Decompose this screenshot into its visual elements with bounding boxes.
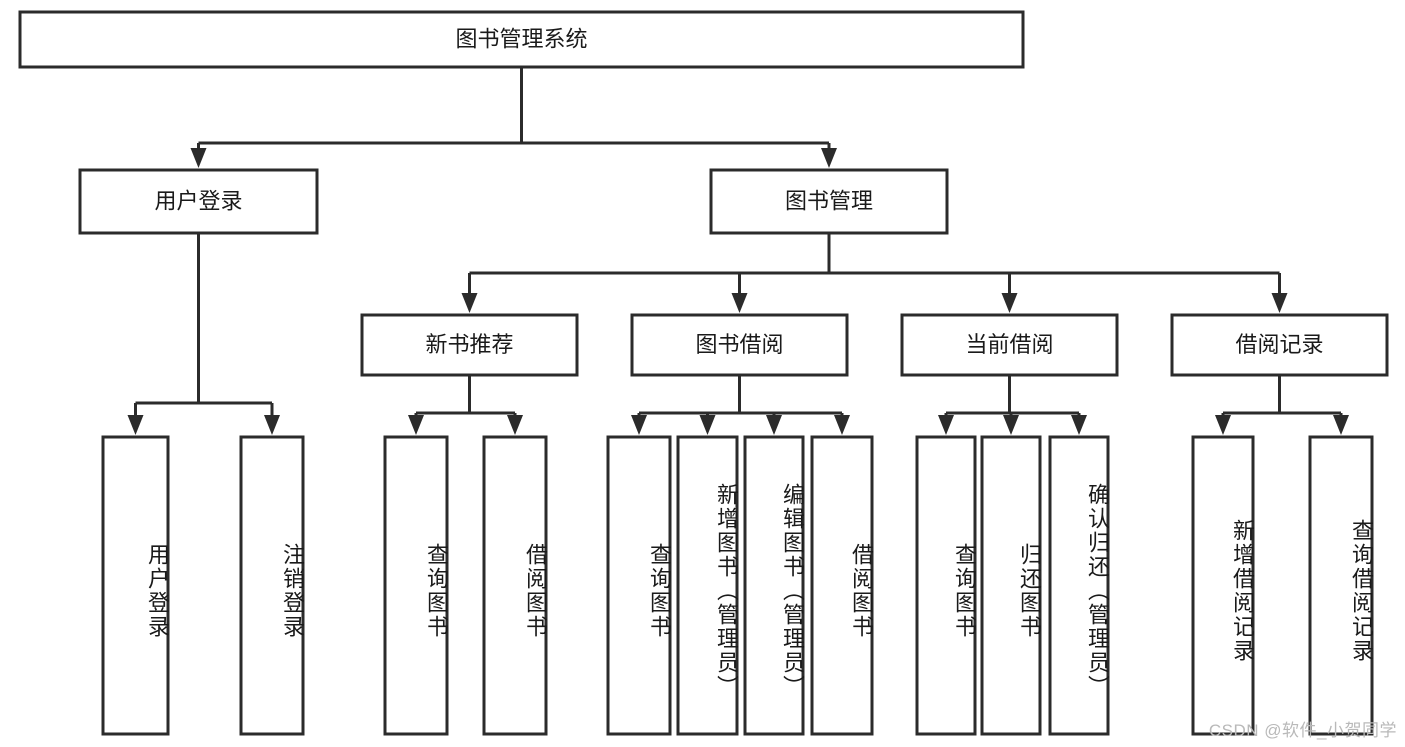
arrow-head-icon [1271, 293, 1288, 313]
node-leaf-cb-confirm-return-box[interactable] [1048, 435, 1110, 736]
node-book-manage-box[interactable] [709, 168, 949, 235]
node-leaf-br-query-record-box[interactable] [1308, 435, 1374, 736]
arrow-head-icon [834, 415, 850, 435]
node-user-login-box[interactable] [78, 168, 319, 235]
arrow-head-icon [1001, 293, 1018, 313]
node-book-borrow-box[interactable] [630, 313, 849, 377]
watermark-text: CSDN @软件_小贺同学 [1208, 721, 1397, 740]
node-leaf-cb-return-book-box[interactable] [980, 435, 1042, 736]
node-leaf-user-logout-box[interactable] [239, 435, 305, 736]
node-current-borrow-box[interactable] [900, 313, 1119, 377]
node-user-login-label: 用户登录 [154, 188, 242, 213]
arrow-head-icon [1215, 415, 1231, 435]
node-new-book-rec-box[interactable] [360, 313, 579, 377]
node-root-label: 图书管理系统 [455, 26, 587, 51]
arrow-head-icon [507, 415, 523, 435]
arrow-head-icon [461, 293, 478, 313]
node-new-book-rec-label: 新书推荐 [425, 332, 513, 357]
node-leaf-rec-borrow-book-box[interactable] [482, 435, 548, 736]
arrow-head-icon [127, 415, 144, 435]
node-leaf-bb-borrow-book-box[interactable] [810, 435, 874, 736]
node-box-layer [18, 10, 1389, 736]
node-leaf-br-add-record-box[interactable] [1191, 435, 1255, 736]
node-book-manage-label: 图书管理 [785, 188, 873, 213]
arrow-head-icon [766, 415, 782, 435]
node-current-borrow-label: 当前借阅 [965, 332, 1053, 357]
arrow-head-icon [264, 415, 280, 435]
arrow-head-icon [1003, 415, 1019, 435]
node-borrow-record-label: 借阅记录 [1235, 332, 1323, 357]
node-leaf-bb-add-book-box[interactable] [676, 435, 739, 736]
arrow-head-icon [1333, 415, 1349, 435]
arrow-head-icon [408, 415, 424, 435]
arrow-head-icon [190, 148, 207, 168]
arrow-head-icon [821, 148, 837, 168]
node-leaf-user-login-box[interactable] [101, 435, 170, 736]
arrow-head-icon [631, 415, 647, 435]
arrow-head-icon [1071, 415, 1087, 435]
node-book-borrow-label: 图书借阅 [695, 332, 783, 357]
node-leaf-bb-edit-book-box[interactable] [743, 435, 805, 736]
arrow-head-icon [938, 415, 954, 435]
node-leaf-bb-query-book-box[interactable] [606, 435, 672, 736]
arrow-head-icon [699, 415, 716, 435]
node-leaf-rec-query-book-box[interactable] [383, 435, 449, 736]
connector-layer [127, 67, 1349, 435]
node-borrow-record-box[interactable] [1170, 313, 1389, 377]
arrow-head-icon [731, 293, 748, 313]
node-leaf-cb-query-book-box[interactable] [915, 435, 977, 736]
node-root-box[interactable] [18, 10, 1025, 69]
